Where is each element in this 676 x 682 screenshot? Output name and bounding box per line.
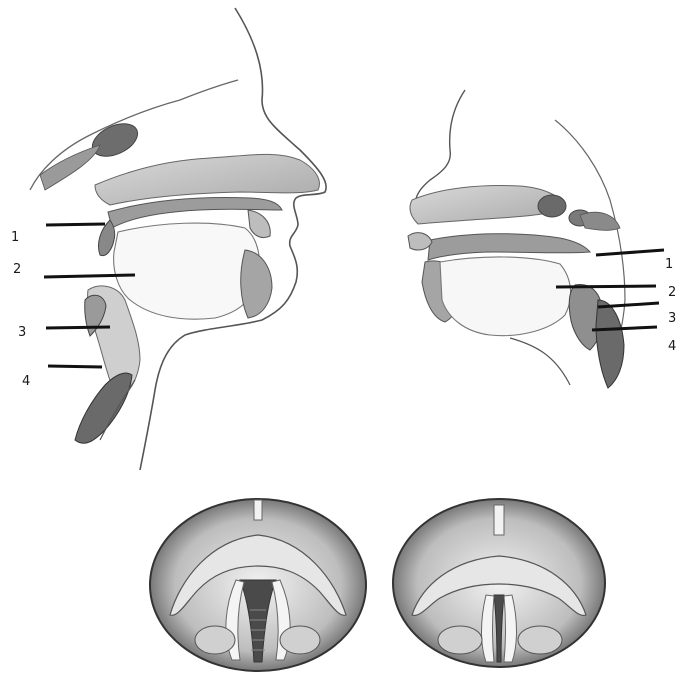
right-label-4: 4 [668,339,676,354]
larynx-left-arytenoid-r [280,626,320,654]
left-upper-lip [248,210,270,238]
right-label-1: 1 [665,257,673,272]
larynx-right-arytenoid-r [518,626,562,654]
left-sagittal-section: 1 2 3 4 [11,8,326,470]
right-upper-lip [408,233,432,250]
left-leader-1 [46,224,105,225]
right-oral-cavity [440,257,571,336]
larynx-right-top-notch [494,505,504,535]
left-leader-3 [46,327,110,328]
left-leader-2 [44,275,135,277]
right-sinus-large [538,195,566,217]
larynx-left-top-notch [254,500,262,520]
right-label-2: 2 [668,285,676,300]
left-label-2: 2 [13,262,21,277]
larynx-right-arytenoid-l [438,626,482,654]
larynx-view-left [150,499,366,671]
left-mandible [241,250,272,318]
left-label-3: 3 [18,325,26,340]
larynx-left-arytenoid-l [195,626,235,654]
right-label-3: 3 [668,311,676,326]
left-sinus [87,117,142,163]
left-oral-cavity [114,223,260,319]
right-leader-1 [596,250,664,255]
right-hard-palate [428,234,590,260]
right-neck-outline [510,338,570,385]
right-spine-band [596,300,624,388]
left-label-4: 4 [22,374,30,389]
right-sagittal-section: 1 2 3 4 [408,90,676,388]
left-upper-sinus-band [40,145,100,190]
right-leader-2 [556,286,656,287]
left-label-1: 1 [11,230,19,245]
larynx-view-right [393,499,605,667]
left-leader-4 [48,366,102,367]
